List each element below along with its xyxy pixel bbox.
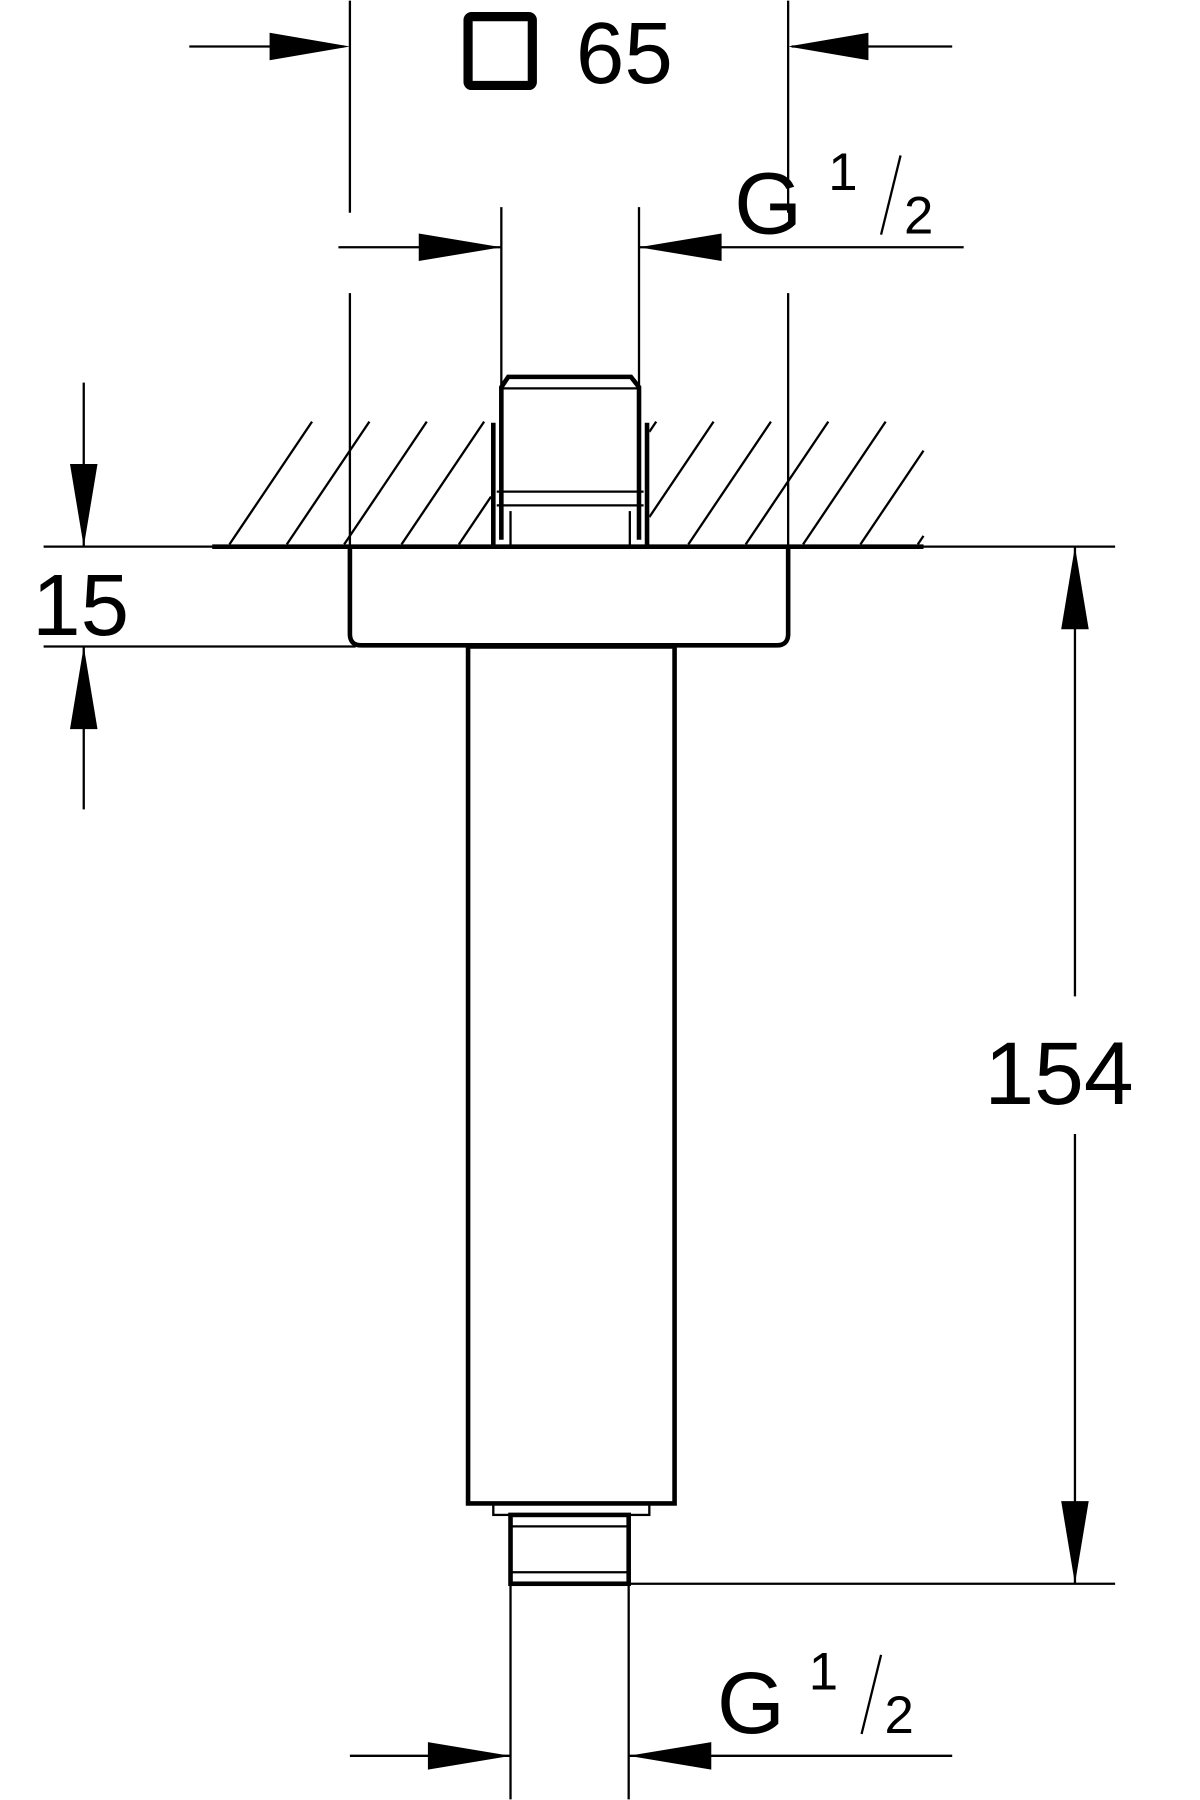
thread-prefix: G bbox=[734, 155, 802, 252]
hatch-line bbox=[228, 420, 313, 545]
hatch-line bbox=[859, 449, 925, 545]
thread-denominator: 2 bbox=[904, 186, 933, 245]
arrow-right-icon bbox=[427, 1742, 511, 1770]
arrow-down-icon bbox=[69, 464, 98, 547]
hatch-line bbox=[802, 420, 887, 545]
hatch-line bbox=[343, 420, 428, 545]
arrow-left-icon bbox=[628, 1742, 712, 1770]
width-value: 65 bbox=[576, 5, 673, 102]
length-dimension: 154 bbox=[628, 546, 1134, 1585]
top-fitting bbox=[491, 374, 650, 547]
flange-height-dimension: 15 bbox=[32, 382, 129, 810]
hatch-line bbox=[916, 535, 925, 545]
hatch-line bbox=[648, 420, 715, 518]
arrow-up-icon bbox=[1061, 546, 1089, 630]
width-dimension: 65 bbox=[189, 0, 953, 213]
hatch-line bbox=[457, 495, 492, 545]
thread-numerator: 1 bbox=[828, 143, 857, 202]
pipe bbox=[465, 644, 677, 1506]
hatch-line bbox=[744, 420, 830, 545]
hatch-line bbox=[687, 420, 772, 545]
arrow-up-icon bbox=[69, 646, 98, 730]
arrow-left-icon bbox=[788, 32, 869, 61]
arrow-left-icon bbox=[639, 233, 722, 261]
thread-numerator: 1 bbox=[809, 1642, 838, 1701]
bottom-thread-dimension: G 1 2 bbox=[349, 1583, 953, 1800]
arrow-right-icon bbox=[269, 32, 350, 61]
ceiling-hatching bbox=[228, 420, 925, 545]
thread-prefix: G bbox=[717, 1655, 785, 1752]
top-thread-dimension: G 1 2 bbox=[338, 143, 964, 540]
thread-denominator: 2 bbox=[885, 1686, 914, 1745]
hatch-line bbox=[648, 420, 658, 433]
length-value: 154 bbox=[984, 1023, 1133, 1123]
flange bbox=[347, 546, 791, 648]
square-icon bbox=[463, 12, 537, 91]
bottom-fitting bbox=[492, 1502, 651, 1587]
hatch-line bbox=[400, 420, 486, 545]
arrow-down-icon bbox=[1061, 1501, 1089, 1584]
hatch-line bbox=[285, 420, 371, 545]
arrow-right-icon bbox=[418, 233, 502, 261]
flange-height-value: 15 bbox=[32, 557, 129, 654]
